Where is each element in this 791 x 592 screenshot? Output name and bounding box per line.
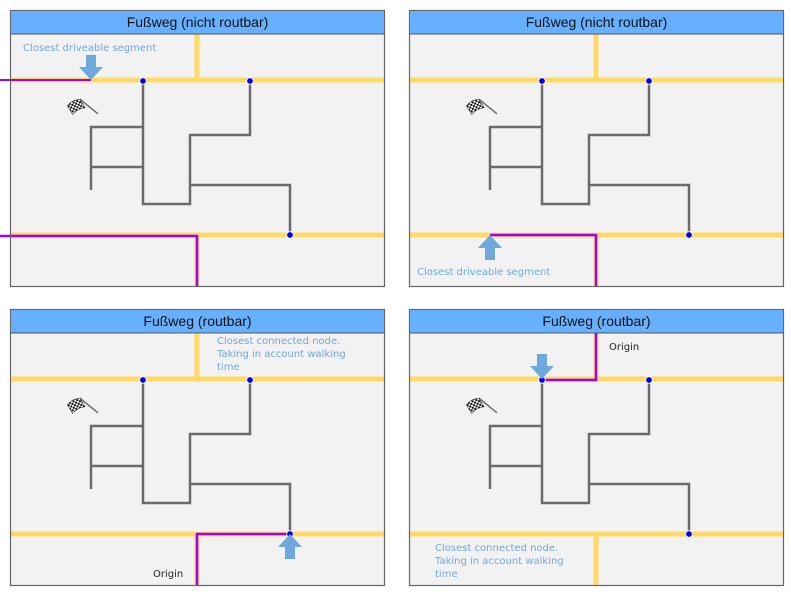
- road-vertical: [593, 34, 599, 80]
- road-vertical: [593, 534, 599, 586]
- annotation-line: time: [217, 362, 240, 373]
- annotation-line: time: [435, 569, 458, 580]
- node-dot: [139, 77, 147, 85]
- panel-title: Fußweg (routbar): [542, 313, 650, 329]
- route-line: [0, 234, 199, 287]
- node-dot: [645, 77, 653, 85]
- panel-title: Fußweg (routbar): [143, 313, 251, 329]
- annotation-line: Closest driveable segment: [23, 43, 156, 54]
- route-line: [542, 333, 598, 382]
- panel-4: Closest connected node. Taking in accoun…: [407, 308, 786, 588]
- node-dot: [246, 376, 254, 384]
- road-vertical: [194, 333, 200, 379]
- panel-1: Closest driveable segment Fußweg (nicht …: [0, 9, 387, 289]
- annotation-line: Taking in account walking: [216, 349, 346, 360]
- annotation-line: Closest connected node.: [217, 336, 340, 347]
- panel-title: Fußweg (nicht routbar): [526, 14, 668, 30]
- node-dot: [685, 231, 693, 239]
- panel-title: Fußweg (nicht routbar): [127, 14, 269, 30]
- annotation-line: Closest connected node.: [435, 543, 558, 554]
- route-line: [490, 233, 598, 287]
- panel-2: Closest driveable segment Fußweg (nicht …: [407, 9, 786, 289]
- node-dot: [685, 530, 693, 538]
- panel-3: Closest connected node. Taking in accoun…: [8, 308, 387, 588]
- annotation-line: Closest driveable segment: [417, 267, 550, 278]
- origin-label: Origin: [153, 569, 183, 580]
- annotation-line: Taking in account walking: [434, 556, 564, 567]
- road-vertical: [194, 34, 200, 80]
- node-dot: [246, 77, 254, 85]
- origin-label: Origin: [609, 342, 639, 353]
- node-dot: [139, 376, 147, 384]
- node-dot: [538, 77, 546, 85]
- route-line: [195, 532, 290, 586]
- node-dot: [286, 231, 294, 239]
- node-dot: [645, 376, 653, 384]
